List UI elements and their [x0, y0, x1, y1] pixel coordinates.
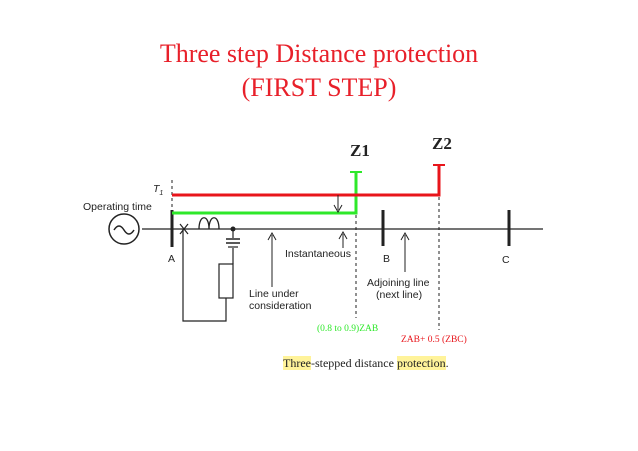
- circuit-breaker-symbol: [179, 223, 189, 235]
- zone1-reach-label: (0.8 to 0.9)ZAB: [317, 323, 378, 334]
- zone1-time-arrow: [333, 195, 343, 214]
- generator-symbol: [108, 213, 140, 245]
- caption-highlight-2: protection: [396, 356, 446, 370]
- voltage-transformer-symbol: [226, 238, 240, 248]
- instantaneous-arrow: [338, 230, 348, 248]
- zone2-label: Z2: [432, 134, 452, 153]
- zone1-characteristic: [172, 172, 358, 215]
- caption-highlight-1: Three: [283, 356, 311, 370]
- relay-wiring: [182, 229, 227, 322]
- instantaneous-label: Instantaneous: [285, 248, 351, 260]
- caption-text: -stepped distance: [310, 356, 397, 370]
- caption-period: .: [445, 356, 449, 370]
- current-transformer-symbol: [198, 217, 220, 230]
- zone1-label: Z1: [350, 141, 370, 160]
- adjoining-line-arrow: [400, 231, 410, 272]
- bus-b-label: B: [383, 253, 390, 265]
- bus-c-label: C: [502, 254, 510, 266]
- relay-box: [218, 263, 234, 299]
- slide-subtitle: (FIRST STEP): [241, 73, 397, 102]
- adjoining-line-label-1: Adjoining line: [367, 277, 430, 289]
- bus-a-label: A: [168, 253, 175, 265]
- line-under-consideration-arrow: [267, 231, 277, 287]
- zone2-reach-label: ZAB+ 0.5 (ZBC): [401, 334, 467, 345]
- operating-time-label: Operating time: [83, 201, 152, 213]
- zone2-characteristic: [172, 165, 441, 197]
- line-under-label-1: Line under: [249, 288, 299, 300]
- line-under-label-2: consideration: [249, 300, 312, 312]
- t1-label: T1: [153, 183, 163, 197]
- adjoining-line-label-2: (next line): [376, 289, 422, 301]
- figure-caption: Three-stepped distance protection.: [283, 356, 449, 371]
- slide-title: Three step Distance protection: [159, 39, 479, 68]
